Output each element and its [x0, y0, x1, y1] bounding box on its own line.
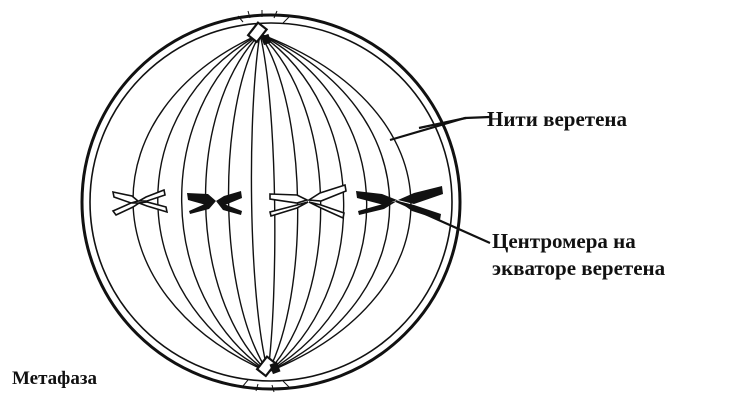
centriole-top — [248, 23, 271, 45]
centromere-label-line-1: Центромера на — [492, 229, 636, 254]
spindle-fibers — [133, 34, 411, 372]
chromosome-1 — [113, 190, 167, 215]
chromosome-3 — [270, 185, 346, 218]
cell-membrane-outer — [82, 15, 460, 389]
spindle-fiber — [229, 34, 268, 372]
centromere-label-line-2: экваторе веретена — [492, 256, 665, 281]
phase-label: Метафаза — [12, 368, 97, 390]
chromosome-2 — [187, 191, 242, 215]
spindle-fibers-label: Нити веретена — [487, 107, 627, 132]
spindle-fiber — [260, 34, 390, 372]
spindle-fiber — [251, 34, 268, 372]
spindle-fiber — [260, 34, 275, 372]
